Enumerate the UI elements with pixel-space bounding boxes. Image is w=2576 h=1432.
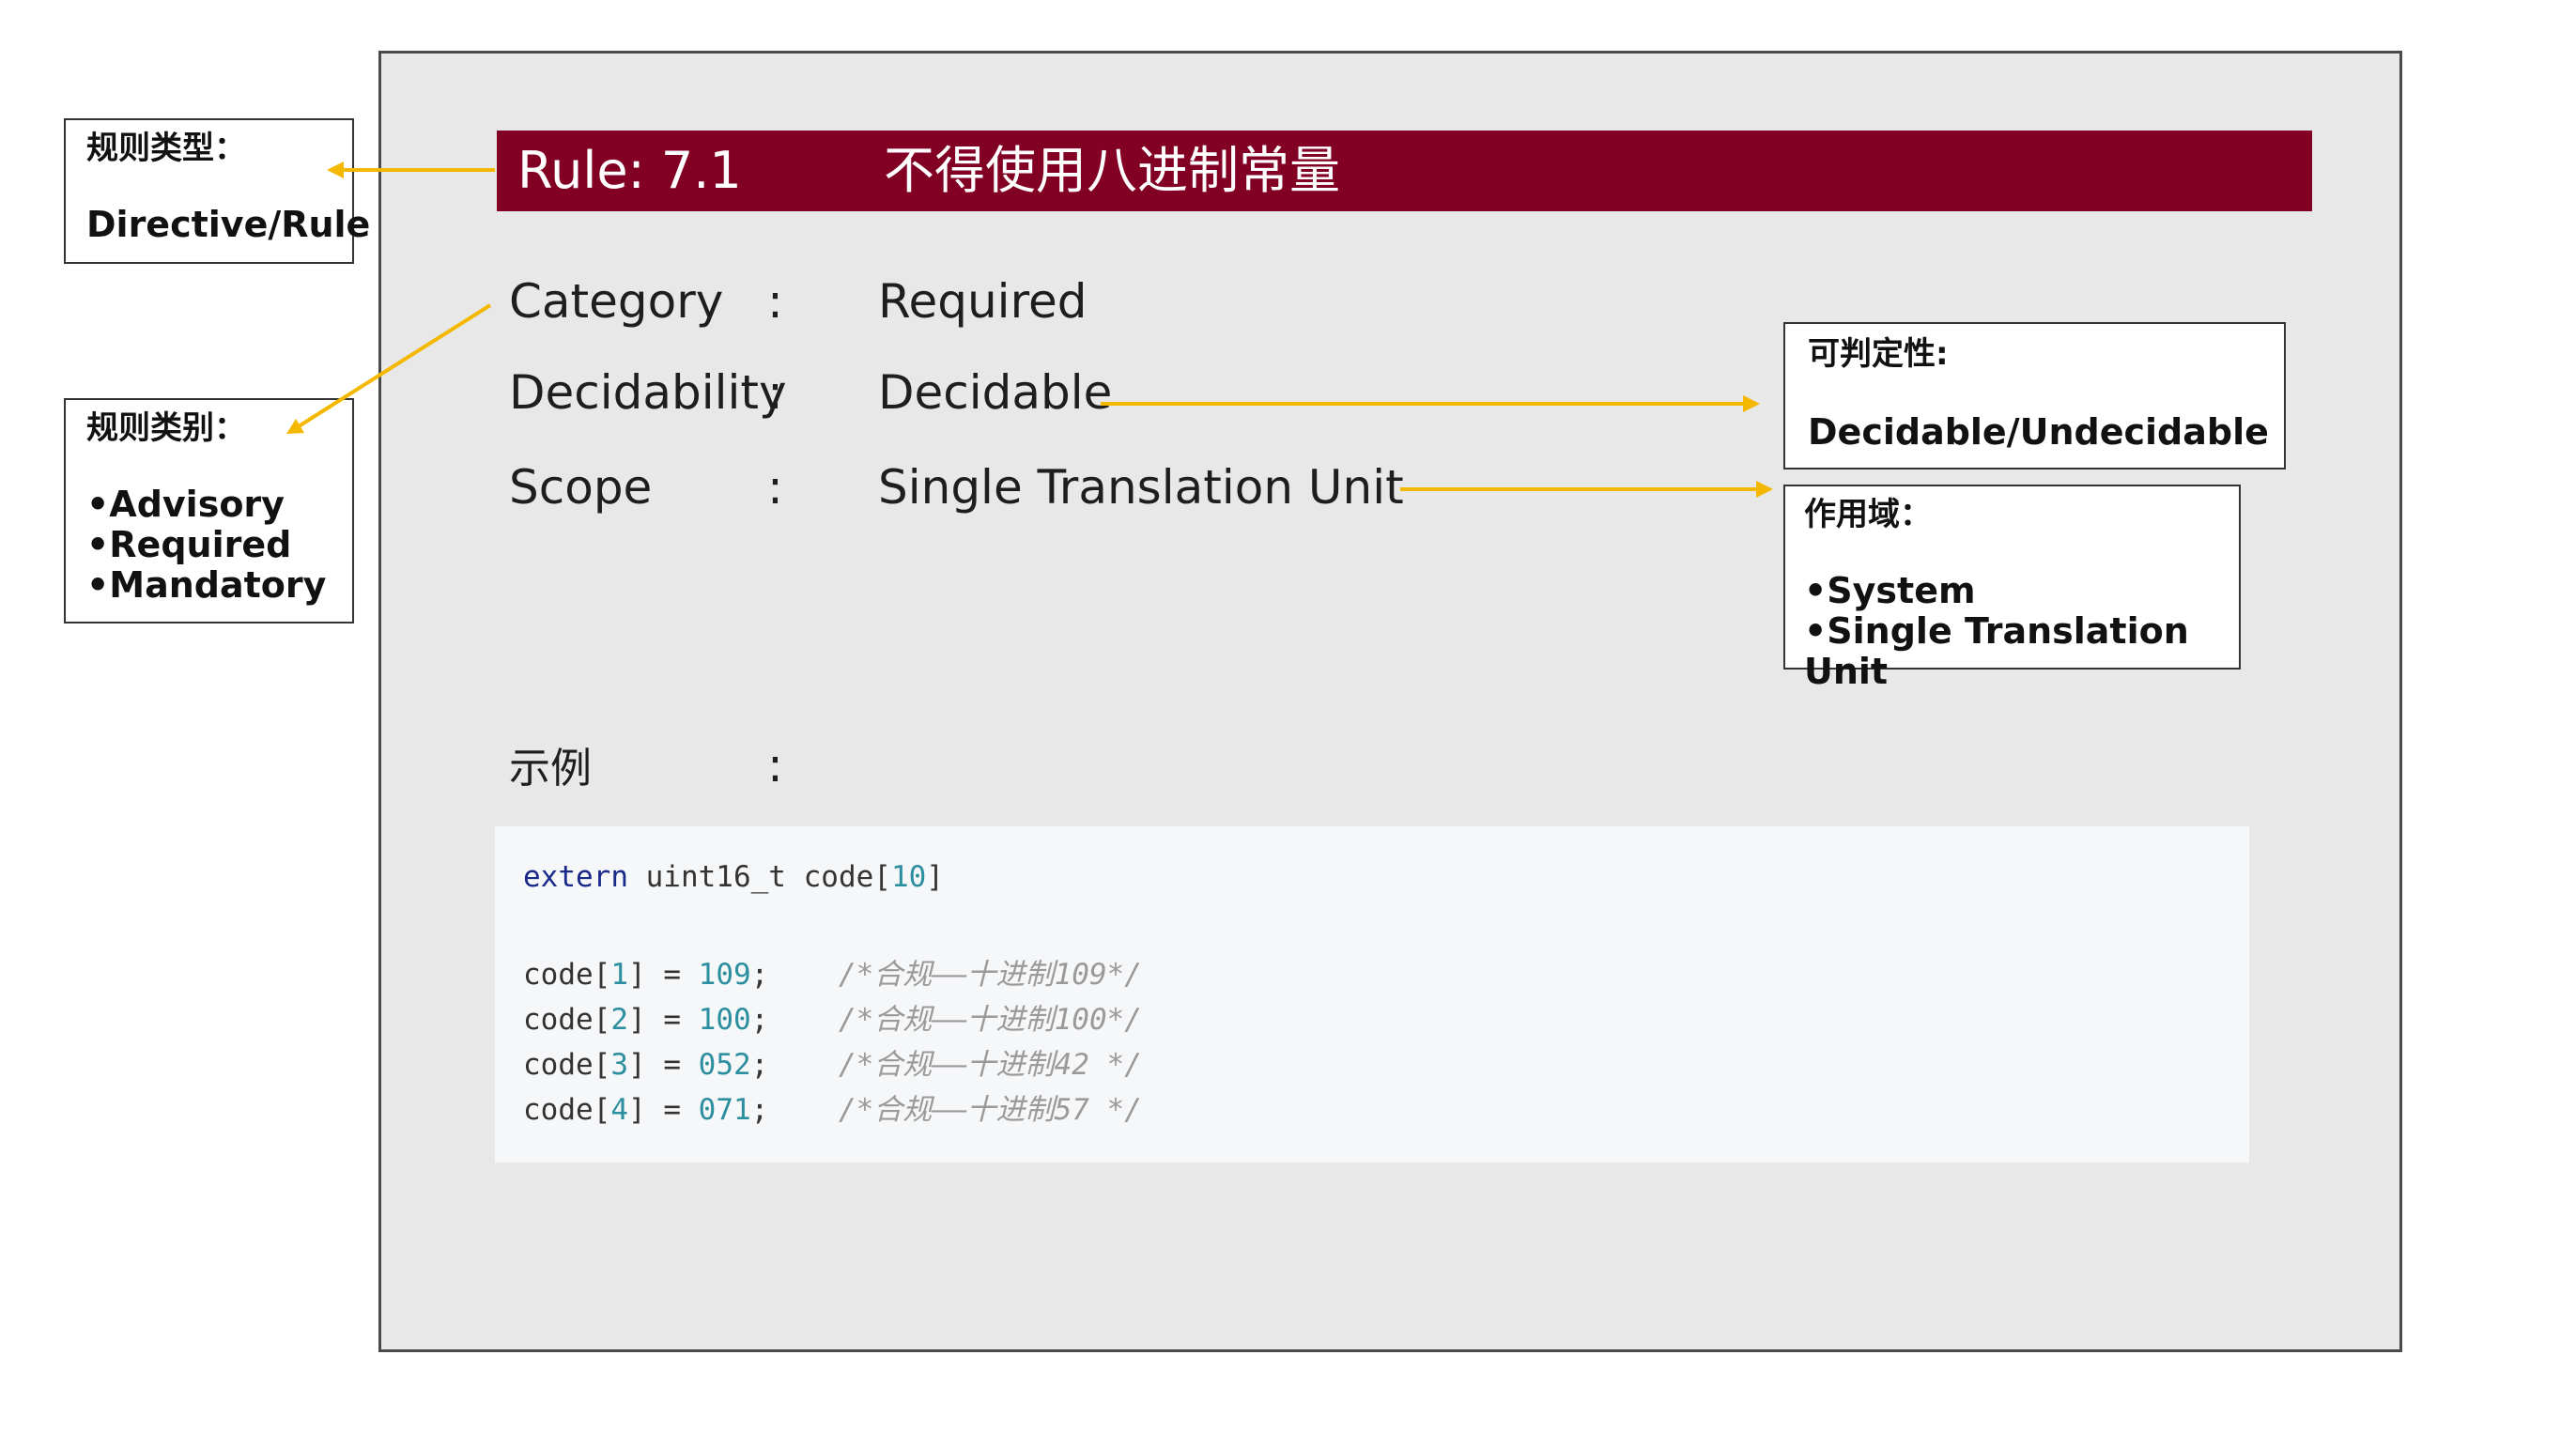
code-comment: /*合规——十进制42 */: [838, 1048, 1142, 1082]
rule-number: Rule: 7.1: [517, 141, 742, 200]
note-scope-item: •Single Translation Unit: [1804, 610, 2189, 692]
arrowhead-scope: [1756, 481, 1773, 498]
note-scope: 作用域： •System •Single Translation Unit: [1783, 485, 2241, 692]
note-decidability-item: Decidable/Undecidable: [1808, 411, 2269, 453]
code-example: extern uint16_t code[10] code[1] = 109; …: [495, 826, 2249, 1163]
note-rule-type: 规则类型： Directive/Rule: [64, 118, 371, 264]
note-rule-type-item: Directive/Rule: [86, 204, 371, 245]
note-rule-category: 规则类别： •Advisory •Required •Mandatory: [64, 398, 354, 624]
category-colon: :: [767, 274, 783, 329]
code-keyword: extern: [523, 860, 628, 894]
example-label: 示例: [509, 745, 592, 793]
code-line: code[1] = 109; /*合规——十进制109*/: [523, 958, 1142, 992]
note-rule-category-item: •Required: [86, 524, 292, 565]
category-label: Category: [509, 274, 724, 329]
code-line: code[4] = 071; /*合规——十进制57 */: [523, 1093, 1142, 1127]
note-decidability-head: 可判定性:: [1808, 335, 1949, 373]
code-line: code[2] = 100; /*合规——十进制100*/: [523, 1003, 1142, 1037]
code-line: code[3] = 052; /*合规——十进制42 */: [523, 1048, 1142, 1082]
example-colon: :: [767, 738, 783, 793]
code-declaration-body: uint16_t code[: [627, 860, 891, 894]
category-value: Required: [878, 274, 1087, 329]
code-declaration: extern uint16_t code[10]: [523, 860, 944, 894]
arrow-rule-category: [297, 303, 492, 428]
rule-title: 不得使用八进制常量: [884, 141, 1340, 200]
rule-title-bar: Rule: 7.1 不得使用八进制常量: [497, 131, 2312, 211]
scope-value: Single Translation Unit: [878, 460, 1404, 515]
note-rule-category-item: •Mandatory: [86, 564, 327, 606]
code-comment: /*合规——十进制57 */: [838, 1093, 1142, 1127]
code-declaration-end: ]: [926, 860, 944, 894]
scope-colon: :: [767, 460, 783, 515]
code-comment: /*合规——十进制109*/: [838, 958, 1142, 992]
arrowhead-rule-category: [286, 419, 304, 434]
scope-label: Scope: [509, 460, 653, 515]
note-decidability: 可判定性: Decidable/Undecidable: [1783, 322, 2286, 470]
note-rule-category-head: 规则类别：: [86, 409, 246, 447]
decidability-label: Decidability: [509, 365, 787, 420]
code-comment: /*合规——十进制100*/: [838, 1003, 1142, 1037]
decidability-value: Decidable: [878, 365, 1113, 420]
note-scope-head: 作用域：: [1804, 496, 1932, 533]
code-array-size: 10: [890, 860, 927, 894]
arrowhead-decidability: [1743, 395, 1760, 412]
note-rule-type-head: 规则类型：: [86, 130, 246, 167]
decidability-colon: :: [767, 365, 783, 420]
note-rule-category-item: •Advisory: [86, 484, 285, 525]
note-scope-item: •System: [1804, 570, 1976, 611]
arrowhead-rule-type: [327, 162, 344, 178]
